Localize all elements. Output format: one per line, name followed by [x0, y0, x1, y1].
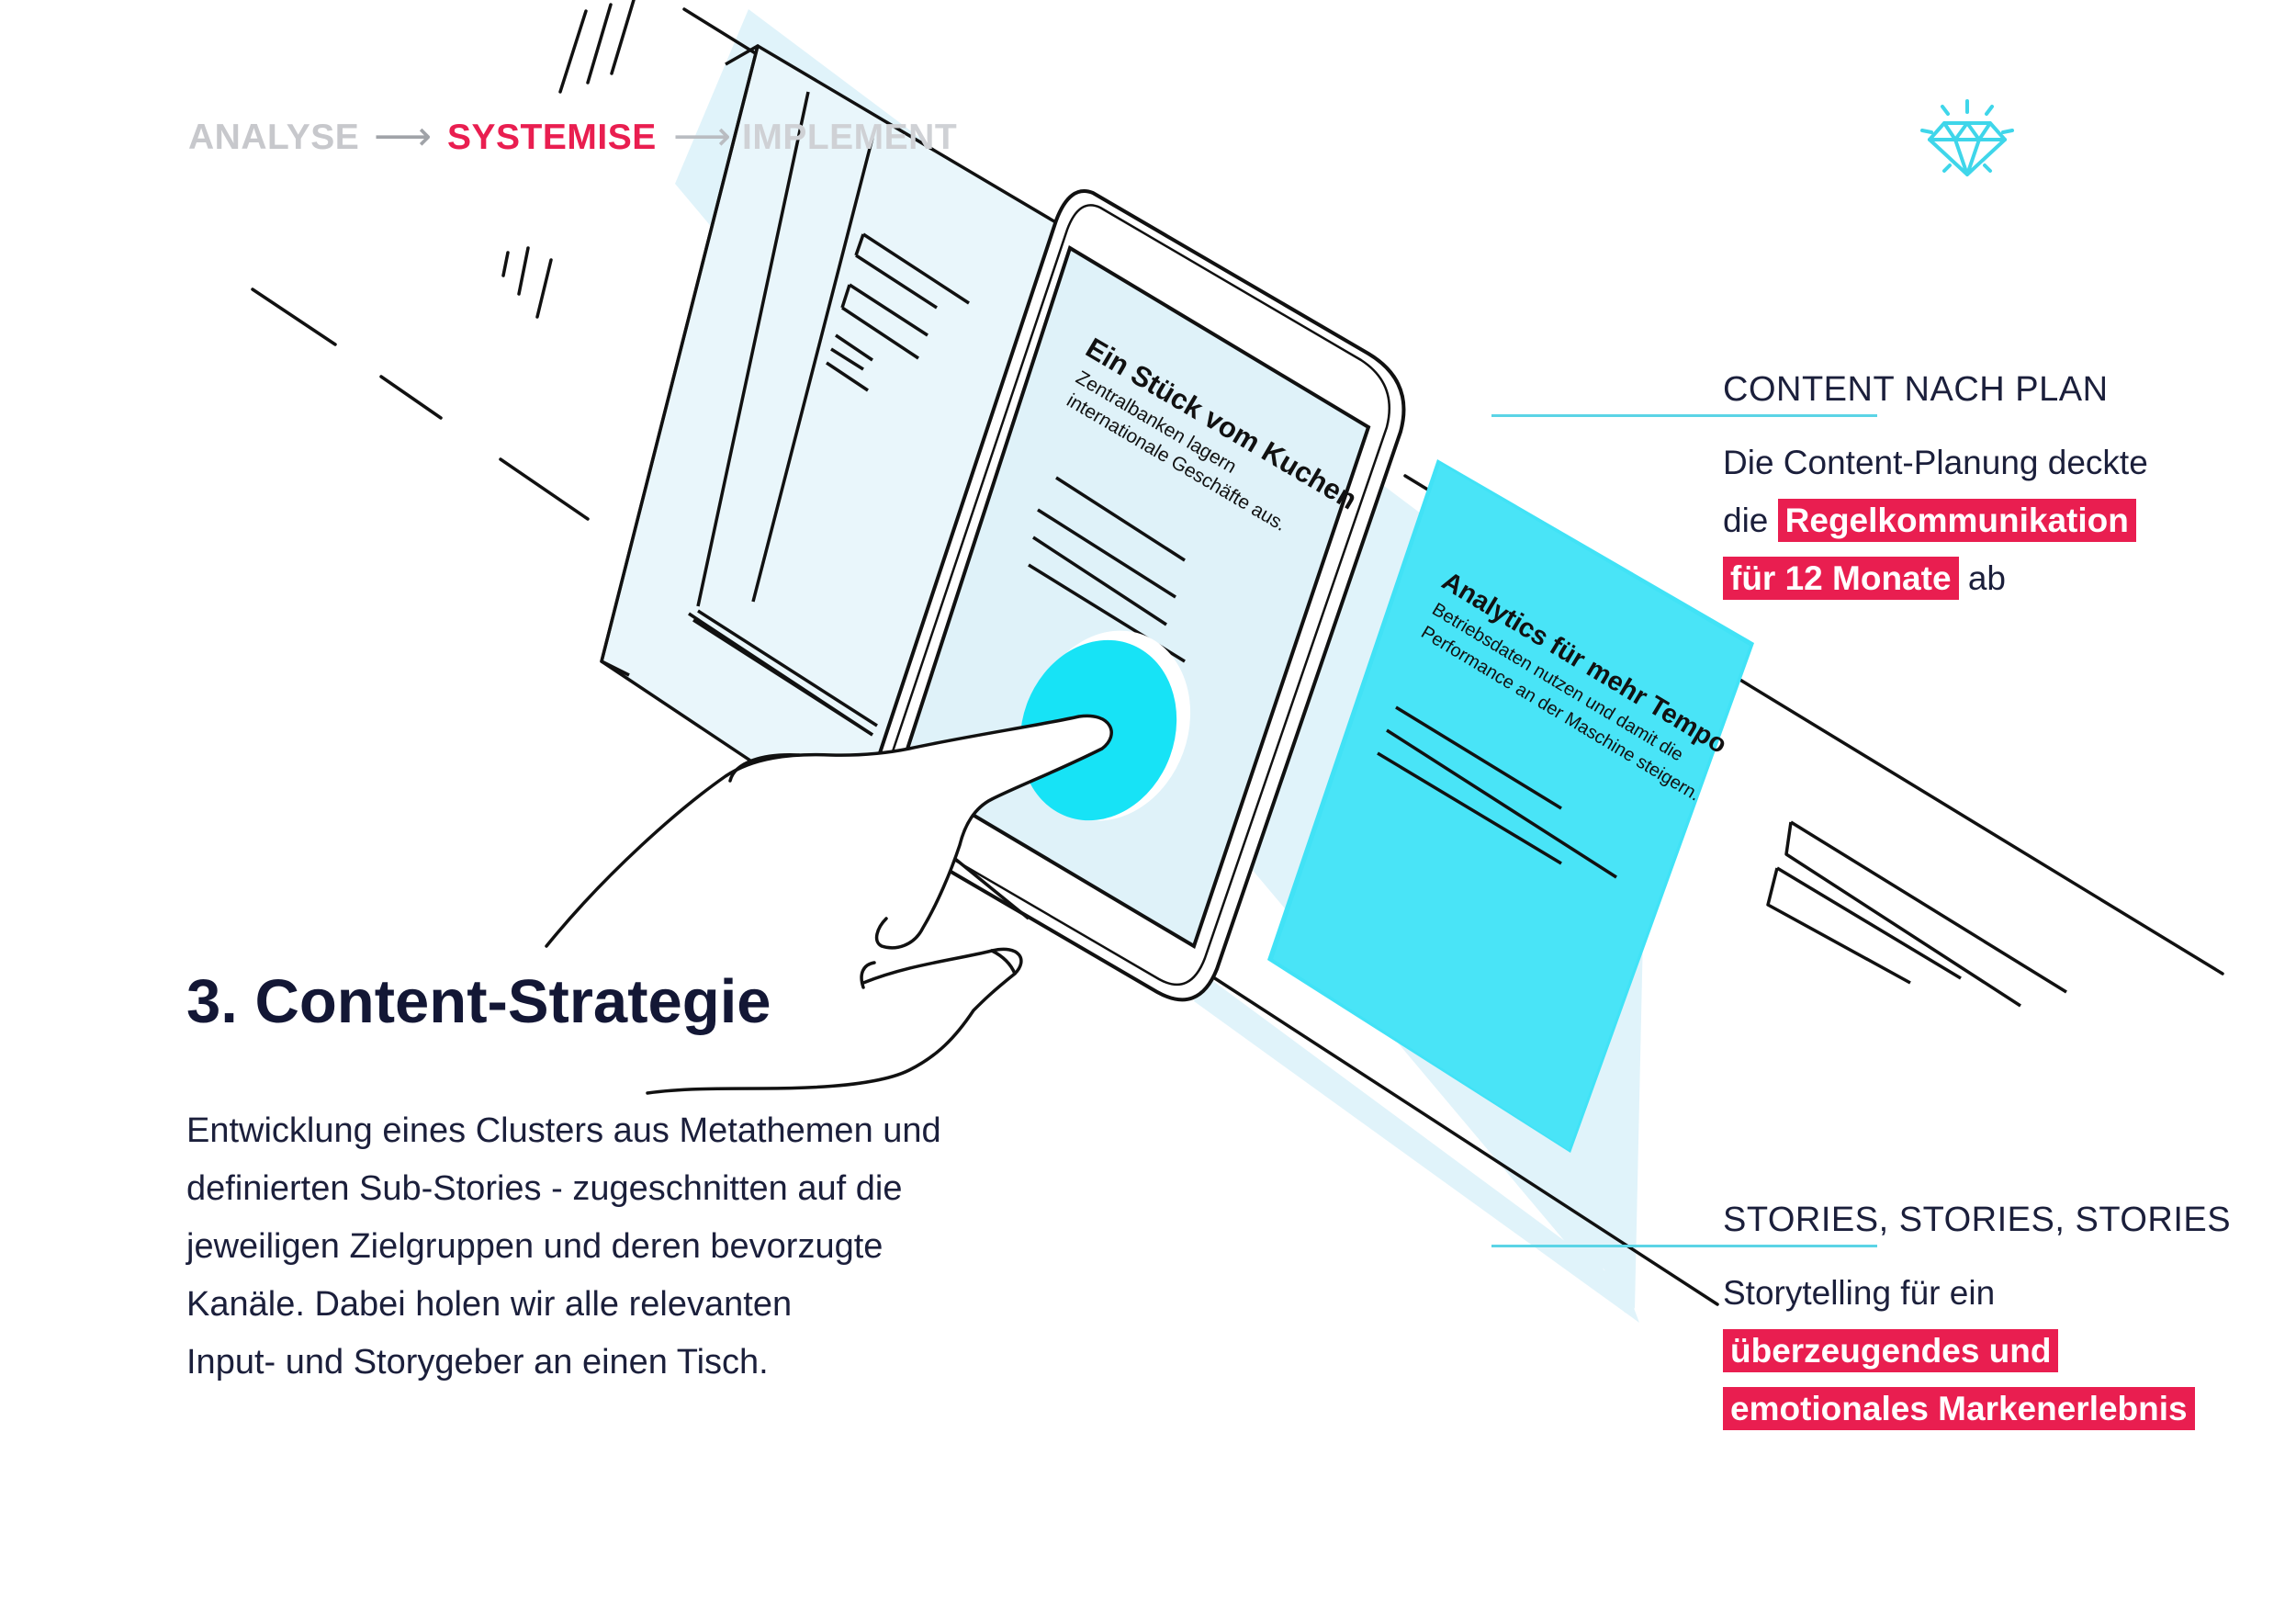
slab-shapes: [1766, 820, 2067, 1008]
section-divider: [1491, 1245, 1877, 1247]
light-blue-band-lower: [1194, 974, 1639, 1323]
strategy-body-line: jeweiligen Zielgruppen und deren bevorzu…: [186, 1227, 884, 1266]
hand: [545, 714, 1113, 1095]
step-arrow-icon: ⟶: [374, 114, 433, 159]
strategy-body-line: Entwicklung eines Clusters aus Metatheme…: [186, 1111, 941, 1150]
step-analyse: ANALYSE: [188, 118, 360, 157]
strategy-body-line: definierten Sub-Stories - zugeschnitten …: [186, 1169, 903, 1208]
stories-text: Storytelling für ein überzeugendes und e…: [1723, 1264, 2256, 1438]
step-arrow-icon: ⟶: [673, 114, 732, 159]
content-plan-text: Die Content-Planung deckte die Regelkomm…: [1723, 434, 2256, 607]
content-plan-highlight-2: für 12 Monate: [1723, 557, 1959, 600]
content-plan-text-line2: die: [1723, 502, 1778, 539]
step-implement: IMPLEMENT: [742, 118, 958, 157]
content-plan-heading: CONTENT NACH PLAN: [1723, 370, 2109, 409]
blue-card: [1267, 459, 1754, 1153]
page-title: 3. Content-Strategie: [186, 967, 771, 1036]
stories-text-line1: Storytelling für ein: [1723, 1274, 1996, 1312]
step-systemise: SYSTEMISE: [447, 118, 657, 157]
stories-highlight-2: emotionales Markenerlebnis: [1723, 1387, 2195, 1430]
strategy-body-line: Input- und Storygeber an einen Tisch.: [186, 1343, 769, 1382]
stories-heading: STORIES, STORIES, STORIES: [1723, 1201, 2232, 1239]
strategy-body: Entwicklung eines Clusters aus Metatheme…: [186, 1102, 1031, 1392]
content-plan-highlight-1: Regelkommunikation: [1777, 499, 2136, 542]
back-panel: [600, 44, 1086, 847]
diamond-icon: [1920, 99, 2014, 176]
section-divider: [1491, 414, 1877, 417]
stories-highlight-1: überzeugendes und: [1723, 1329, 2059, 1372]
content-plan-text-after: ab: [1958, 559, 2006, 597]
content-plan-text-line1: Die Content-Planung deckte: [1723, 444, 2148, 481]
strategy-body-line: Kanäle. Dabei holen wir alle relevanten: [186, 1285, 793, 1324]
